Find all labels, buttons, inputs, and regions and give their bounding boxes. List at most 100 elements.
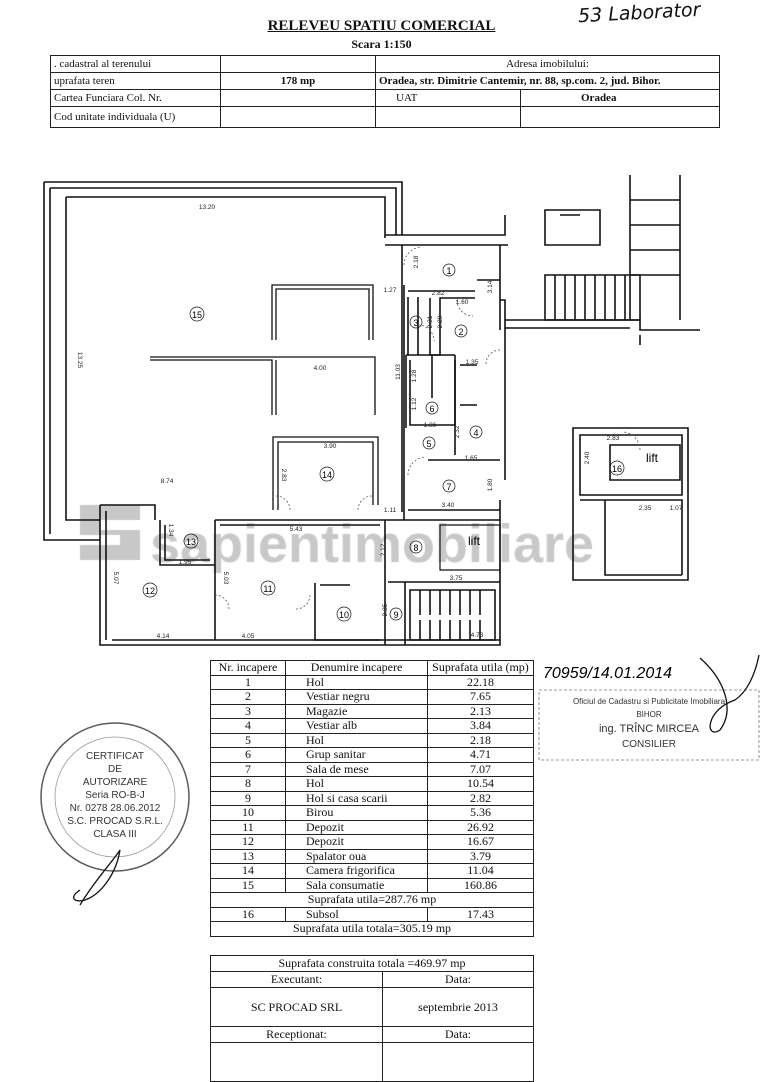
dimension: 1.27 [384, 287, 397, 294]
room-number: 8 [210, 776, 286, 792]
svg-text:2: 2 [458, 327, 463, 337]
room-area: 2.82 [427, 790, 534, 806]
door-swings [214, 246, 641, 610]
room-name: Hol si casa scarii [285, 790, 428, 806]
room-label-9: 9 [389, 607, 403, 621]
date-value: septembrie 2013 [382, 987, 534, 1027]
room-number: 4 [210, 718, 286, 734]
stamp-text: BIHOR [636, 710, 662, 719]
room-name: Vestiar negru [285, 689, 428, 705]
room-area: 4.71 [427, 747, 534, 763]
column-header: Nr. incapere [210, 660, 286, 676]
stamp-text: Oficiul de Cadastru si Publicitate Imobi… [573, 697, 726, 706]
total-usable-area: Suprafata utila totala=305.19 mp [210, 921, 534, 937]
room-area: 11.04 [427, 863, 534, 879]
signature-table: Suprafata construita totala =469.97 mp E… [210, 955, 534, 1082]
room-label-8: 8 [409, 540, 423, 554]
dimension: 2.83 [607, 435, 620, 442]
room-number: 13 [210, 848, 286, 864]
room-number: 3 [210, 703, 286, 719]
room-number: 5 [210, 732, 286, 748]
stamp-text: CLASA III [93, 829, 136, 840]
room-area: 2.18 [427, 732, 534, 748]
room-number: 14 [210, 863, 286, 879]
dimension: 1.65 [465, 455, 478, 462]
room-label-3: 3 [409, 315, 423, 329]
room-area: 16.67 [427, 834, 534, 850]
dimension: 13.25 [76, 352, 83, 369]
executant-value: SC PROCAD SRL [210, 987, 383, 1027]
svg-text:7: 7 [446, 482, 451, 492]
room-area: 22.18 [427, 674, 534, 690]
room-number: 16 [210, 906, 286, 922]
svg-text:9: 9 [393, 610, 398, 620]
room-area: 17.43 [427, 906, 534, 922]
stamp-text: ing. TRÎNC MIRCEA [599, 722, 700, 735]
room-label-2: 2 [454, 324, 468, 338]
stamp-text: CONSILIER [622, 739, 676, 750]
room-number: 7 [210, 761, 286, 777]
room-name: Sala de mese [285, 761, 428, 777]
room-area: 10.54 [427, 776, 534, 792]
dimension: 1.34 [167, 524, 174, 537]
room-name: Spalator oua [285, 848, 428, 864]
room-label-4: 4 [469, 425, 483, 439]
signature [73, 849, 121, 906]
dimension: 3.90 [324, 443, 337, 450]
room-name: Magazie [285, 703, 428, 719]
room-number: 12 [210, 834, 286, 850]
dimension: 1.07 [670, 505, 683, 512]
room-area: 2.13 [427, 703, 534, 719]
dimension: 5.07 [112, 572, 119, 585]
document-title: RELEVEU SPATIU COMERCIAL [267, 18, 496, 34]
room-number: 6 [210, 747, 286, 763]
dimension: 2.35 [639, 505, 652, 512]
room-name: Vestiar alb [285, 718, 428, 734]
rooms-table: Nr. incapere Denumire incapere Suprafata… [210, 660, 534, 937]
dimension: 2.35 [382, 603, 389, 616]
svg-text:13: 13 [186, 537, 196, 547]
room-area: 5.36 [427, 805, 534, 821]
svg-text:8: 8 [413, 543, 418, 553]
room-label-16: 16 [609, 460, 625, 476]
room-area: 7.65 [427, 689, 534, 705]
dimension: 4.73 [471, 632, 484, 639]
room-labels: 15 14 1 2 3 4 5 6 7 8 9 10 11 12 13 16 l… [142, 263, 659, 622]
stamp-text: Nr. 0278 28.06.2012 [70, 803, 161, 814]
dimension: 1.35 [466, 359, 479, 366]
dimension: 2.29 [437, 315, 444, 328]
svg-text:4: 4 [473, 428, 478, 438]
svg-text:16: 16 [612, 464, 622, 474]
svg-text:3: 3 [413, 318, 418, 328]
svg-text:5: 5 [426, 439, 431, 449]
room-name: Subsol [285, 906, 428, 922]
certificate-stamp: CERTIFICAT DE AUTORIZARE Seria RO-B-J Nr… [40, 722, 190, 906]
scale-label: Scara 1:150 [351, 37, 412, 51]
room-name: Hol [285, 776, 428, 792]
room-name: Hol [285, 732, 428, 748]
dimension: 3.14 [487, 280, 494, 293]
dimension: 11.03 [395, 364, 402, 380]
dimension: 4.05 [242, 633, 255, 640]
stamp-text: CERTIFICAT [86, 751, 144, 762]
room-number: 1 [210, 674, 286, 690]
room-area: 26.92 [427, 819, 534, 835]
dimension: 2.82 [432, 290, 445, 297]
room-label-7: 7 [442, 479, 456, 493]
room-area: 3.79 [427, 848, 534, 864]
dimension: 1.95 [179, 559, 192, 566]
room-name: Camera frigorifica [285, 863, 428, 879]
room-label-10: 10 [336, 606, 352, 622]
registration-stamp: 70959/14.01.2014 Oficiul de Cadastru si … [538, 654, 760, 761]
table-header-row: Nr. incapere Denumire incapere Suprafata… [210, 660, 534, 676]
dimension: 13.20 [199, 204, 216, 211]
dimension: 1.86 [424, 422, 437, 429]
dimension: 4.00 [314, 365, 327, 372]
floor-plan: 15 14 1 2 3 4 5 6 7 8 9 10 11 12 13 16 l… [43, 175, 700, 646]
